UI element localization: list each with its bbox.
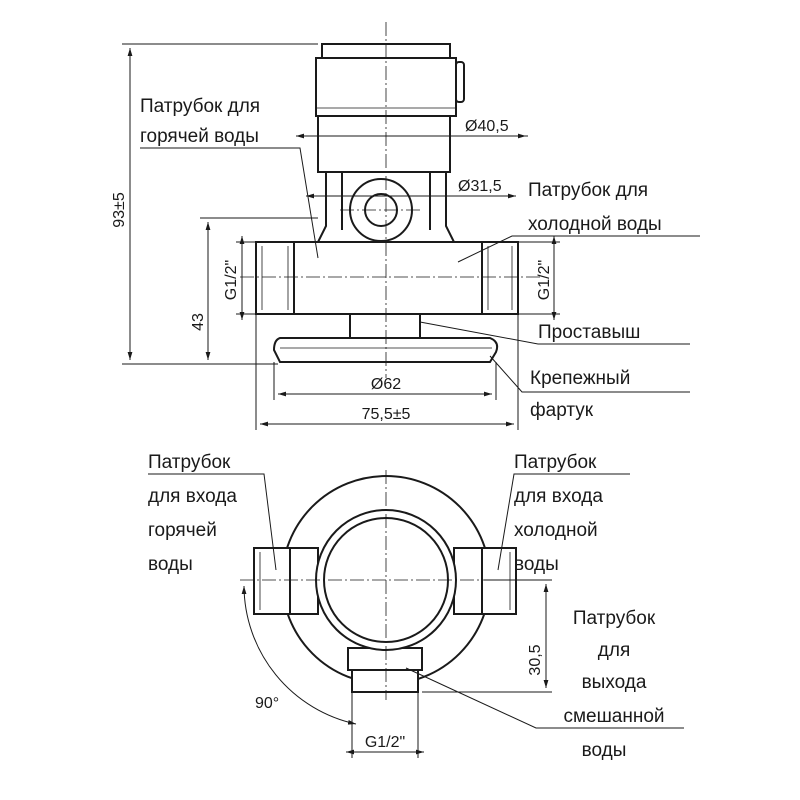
cap-lower: [317, 115, 451, 173]
horizontal-body: [293, 241, 483, 315]
left-inlet-stub: [253, 547, 291, 615]
right-inlet-stub: [481, 547, 517, 615]
outlet-stub: [351, 669, 419, 693]
label-flange-1: Крепежный: [530, 368, 630, 389]
flange: [272, 337, 499, 363]
dim-angle: 90°: [255, 695, 279, 712]
label-cold-inlet-top-1: Патрубок для: [528, 180, 648, 201]
dim-outlet-offset: 30,5: [527, 644, 544, 675]
label-spacer: Проставыш: [538, 322, 640, 343]
dim-pipe-height: 43: [190, 313, 207, 331]
label-hot-inlet-bottom-3: горячей: [148, 520, 217, 541]
label-flange-2: фартук: [530, 400, 594, 421]
label-hot-inlet-bottom-4: воды: [148, 554, 193, 575]
dim-thread-left: G1/2": [223, 260, 240, 300]
dim-body-diameter: Ø31,5: [458, 178, 502, 195]
label-cold-inlet-top-2: холодной воды: [528, 214, 662, 235]
label-cold-inlet-bottom-2: для входа: [514, 486, 603, 507]
label-outlet-2: для: [598, 640, 630, 661]
cap-knob: [455, 61, 465, 103]
label-hot-inlet-top-2: горячей воды: [140, 126, 259, 147]
label-hot-inlet-bottom-2: для входа: [148, 486, 237, 507]
label-cold-inlet-bottom-1: Патрубок: [514, 452, 597, 473]
dim-flange-diameter: Ø62: [371, 376, 401, 393]
spacer: [349, 313, 421, 339]
outlet-body: [347, 647, 423, 671]
label-hot-inlet-top-1: Патрубок для: [140, 96, 260, 117]
dim-width: 75,5±5: [362, 406, 411, 423]
label-cold-inlet-bottom-4: воды: [514, 554, 559, 575]
right-thread-stub: [481, 241, 519, 315]
label-outlet-5: воды: [582, 740, 627, 761]
dim-cap-diameter: Ø40,5: [465, 118, 509, 135]
left-inlet-body: [289, 547, 319, 615]
label-cold-inlet-bottom-3: холодной: [514, 520, 598, 541]
label-outlet-1: Патрубок: [573, 608, 656, 629]
right-inlet-body: [453, 547, 483, 615]
dim-thread-bottom: G1/2": [365, 734, 405, 751]
dim-thread-right: G1/2": [536, 260, 553, 300]
dim-total-height: 93±5: [111, 192, 128, 228]
label-outlet-4: смешанной: [563, 706, 664, 727]
front-view: 93±5 43 G1/2" G1/2" Ø40,5 Ø31,5 Ø62 75,5…: [111, 22, 700, 430]
label-outlet-3: выхода: [582, 672, 647, 693]
plan-view: 90° G1/2" 30,5 Патрубок для входа горяче…: [148, 452, 684, 761]
label-hot-inlet-bottom-1: Патрубок: [148, 452, 231, 473]
